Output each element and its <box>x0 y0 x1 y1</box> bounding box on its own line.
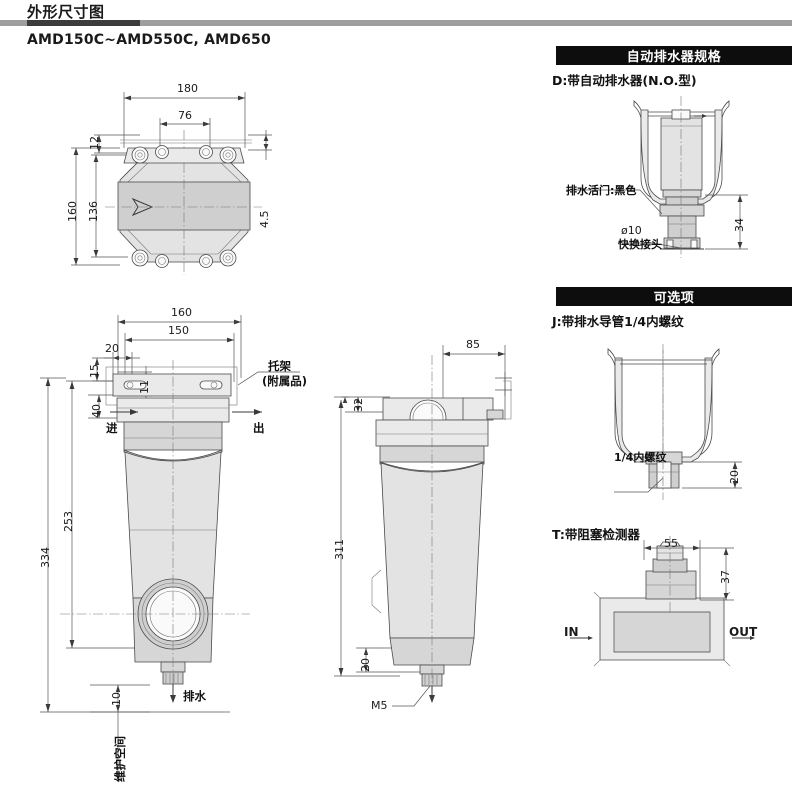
label-bracket: 托架 <box>268 359 291 373</box>
dim-front-253: 253 <box>62 511 75 532</box>
dim-side-32: 32 <box>352 398 365 412</box>
dim-top-width-180: 180 <box>177 82 198 95</box>
label-outlet: 出 <box>253 421 265 435</box>
auto-drain-section-header: 自动排水器规格 <box>556 46 792 65</box>
dim-side-85: 85 <box>466 338 480 351</box>
dim-front-334: 334 <box>39 547 52 568</box>
dim-option-j-20: 20 <box>728 470 741 484</box>
option-j-drawing <box>607 344 742 500</box>
model-subtitle: AMD150C~AMD550C, AMD650 <box>27 32 271 48</box>
auto-drain-option-label: D:带自动排水器(N.O.型) <box>552 73 697 88</box>
dim-front-150: 150 <box>168 324 189 337</box>
dim-top-thickness-4-5: 4.5 <box>258 210 271 229</box>
dim-side-311: 311 <box>333 539 346 560</box>
callout-quarter-inch-thread: 1/4内螺纹 <box>614 451 667 464</box>
dim-top-height-136: 136 <box>87 201 100 222</box>
dim-front-160: 160 <box>171 306 192 319</box>
dim-side-20: 20 <box>359 658 372 672</box>
auto-drain-section-title: 自动排水器规格 <box>626 50 722 65</box>
front-view-drawing <box>40 315 300 782</box>
label-drain: 排水 <box>183 689 206 703</box>
dim-front-15: 15 <box>88 364 101 378</box>
callout-fitting-diameter: ø10 <box>621 224 642 237</box>
top-view-drawing <box>71 92 272 275</box>
callout-quick-fitting: 快换接头 <box>618 238 662 251</box>
title-rule <box>0 20 792 26</box>
label-bracket-accessory: (附属品) <box>262 374 308 388</box>
label-m5-thread: M5 <box>371 699 388 712</box>
option-t-label: T:带阻塞检测器 <box>552 527 640 542</box>
callout-drain-valve: 排水活门:黑色 <box>566 184 637 197</box>
option-t-drawing <box>570 536 755 667</box>
dim-top-width-76: 76 <box>178 109 192 122</box>
label-maintenance-space: 维护空间 <box>113 736 127 782</box>
dim-front-10: 10 <box>110 692 123 706</box>
dim-autodrain-34: 34 <box>733 218 746 232</box>
dim-top-offset-12: 12 <box>88 136 101 150</box>
dim-option-t-55: 55 <box>664 537 678 550</box>
dim-option-t-37: 37 <box>719 570 732 584</box>
title-rule-accent <box>27 20 140 26</box>
dim-front-40: 40 <box>90 404 103 418</box>
options-section-header: 可选项 <box>556 287 792 306</box>
dim-front-11: 11 <box>138 380 151 394</box>
dim-front-20: 20 <box>105 342 119 355</box>
label-port-out: OUT <box>729 625 758 639</box>
options-section-title: 可选项 <box>653 291 695 306</box>
label-inlet: 进 <box>106 421 118 435</box>
dim-top-height-160: 160 <box>66 201 79 222</box>
side-view-drawing <box>334 345 512 707</box>
page-title: 外形尺寸图 <box>27 3 105 21</box>
label-port-in: IN <box>564 625 579 639</box>
option-j-label: J:带排水导管1/4内螺纹 <box>552 314 684 329</box>
auto-drain-drawing <box>566 96 748 258</box>
